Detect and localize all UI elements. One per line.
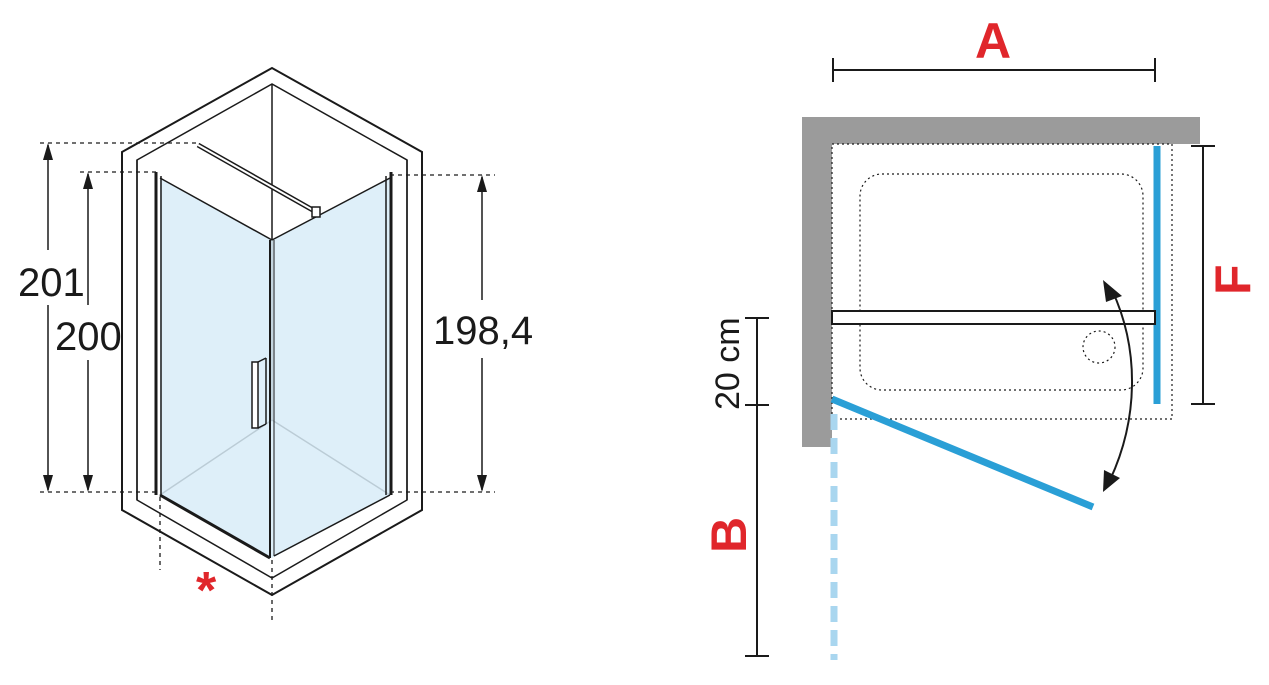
drain-icon (1082, 330, 1116, 364)
plan-view: A F 20 cm (701, 13, 1261, 660)
dim-200 (83, 172, 93, 492)
wall-left (802, 117, 832, 447)
left-top-edge (159, 177, 273, 241)
tray-outline (831, 143, 1173, 420)
tray-basin (859, 173, 1144, 391)
dim-20cm (745, 317, 769, 406)
arrow-head-bottom (1103, 470, 1120, 492)
door-handle (251, 361, 259, 429)
width-letter: A (975, 13, 1011, 69)
dim-a (832, 58, 1156, 82)
left-bottom-profile (159, 493, 271, 560)
plan-stabilizer-bar (831, 310, 1156, 325)
door-open (830, 395, 1095, 511)
height-total-label: 201 (18, 261, 85, 305)
dim-b (745, 405, 769, 657)
double-arrow-arc-icon (1109, 289, 1134, 481)
isometric-shower: 201 200 198,4 * (18, 66, 533, 620)
opening-letter: B (701, 517, 757, 553)
dim-198-4 (477, 175, 487, 492)
tray-outer (121, 66, 423, 597)
height-glass-label: 198,4 (433, 309, 533, 353)
glass-panel-left (160, 178, 272, 558)
right-bottom-edge (273, 494, 391, 557)
bar-end-clamp (311, 206, 321, 218)
glass-panel-right (272, 178, 390, 558)
opening-marker: * (196, 562, 217, 620)
dim-201 (43, 143, 53, 492)
offset-label: 20 cm (709, 317, 747, 410)
depth-letter: F (1205, 264, 1261, 295)
dim-f (1191, 145, 1215, 405)
wall-top (802, 117, 1200, 144)
right-top-edge (271, 177, 391, 241)
arrow-head-top (1103, 280, 1122, 302)
height-frame-label: 200 (55, 315, 122, 359)
extension-lines (40, 142, 495, 620)
